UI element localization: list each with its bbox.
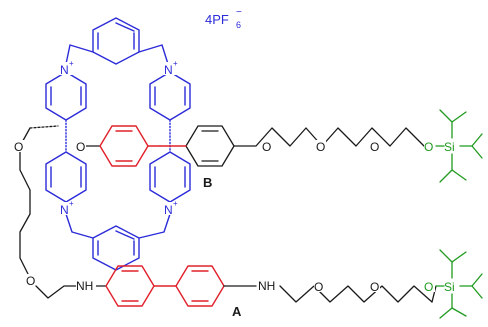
silicon-atom: Si	[444, 280, 455, 294]
bottom-xylylene-ring	[92, 225, 140, 271]
n-plus-label: N +	[163, 199, 178, 217]
n-plus-label: N +	[59, 199, 74, 217]
biphenyl-ring-a2	[175, 265, 225, 307]
upper-thread: O O O O B	[76, 125, 425, 190]
oxygen-atom: O	[424, 280, 433, 294]
left-linker-chain: O O	[14, 125, 79, 299]
pyridinium-ring	[45, 71, 87, 121]
top-xylylene-ring	[92, 17, 140, 65]
oxygen-atom: O	[14, 140, 23, 154]
biphenyl-ring-b1	[99, 125, 149, 167]
svg-text:N: N	[164, 203, 173, 217]
lower-thread: NH NH O O A	[76, 265, 433, 319]
n-plus-label: N +	[163, 59, 178, 77]
svg-text:N: N	[60, 63, 69, 77]
svg-text:−: −	[236, 7, 242, 18]
oxygen-atom: O	[314, 280, 323, 294]
station-b-label: B	[203, 175, 212, 190]
tips-stopper-upper: O Si	[423, 109, 483, 183]
svg-text:+: +	[69, 59, 74, 68]
amine-group: NH	[258, 279, 275, 293]
svg-text:6: 6	[236, 20, 241, 30]
svg-text:4PF: 4PF	[205, 12, 229, 27]
counterion-label: 4PF 6 −	[205, 7, 242, 30]
amine-group: NH	[76, 279, 93, 293]
pyridinium-ring	[45, 151, 87, 203]
biphenyl-ring-b2	[185, 125, 235, 167]
macrocycle: N + N + N + N + 4PF 6 −	[45, 7, 242, 271]
oxygen-atom: O	[424, 140, 433, 154]
oxygen-atom: O	[316, 140, 325, 154]
svg-text:N: N	[60, 203, 69, 217]
tips-stopper-lower: O Si	[424, 249, 483, 319]
svg-text:N: N	[164, 63, 173, 77]
pyridinium-ring	[149, 71, 191, 121]
oxygen-atom: O	[76, 140, 85, 154]
oxygen-atom: O	[370, 140, 379, 154]
svg-text:+: +	[173, 199, 178, 208]
biphenyl-ring-a1	[105, 265, 155, 307]
oxygen-atom: O	[26, 274, 35, 288]
pyridinium-ring	[149, 151, 191, 203]
station-a-label: A	[232, 304, 242, 319]
svg-text:+: +	[173, 59, 178, 68]
oxygen-atom: O	[262, 140, 271, 154]
svg-text:+: +	[69, 199, 74, 208]
n-plus-label: N +	[59, 59, 74, 77]
oxygen-atom: O	[370, 280, 379, 294]
silicon-atom: Si	[444, 140, 455, 154]
